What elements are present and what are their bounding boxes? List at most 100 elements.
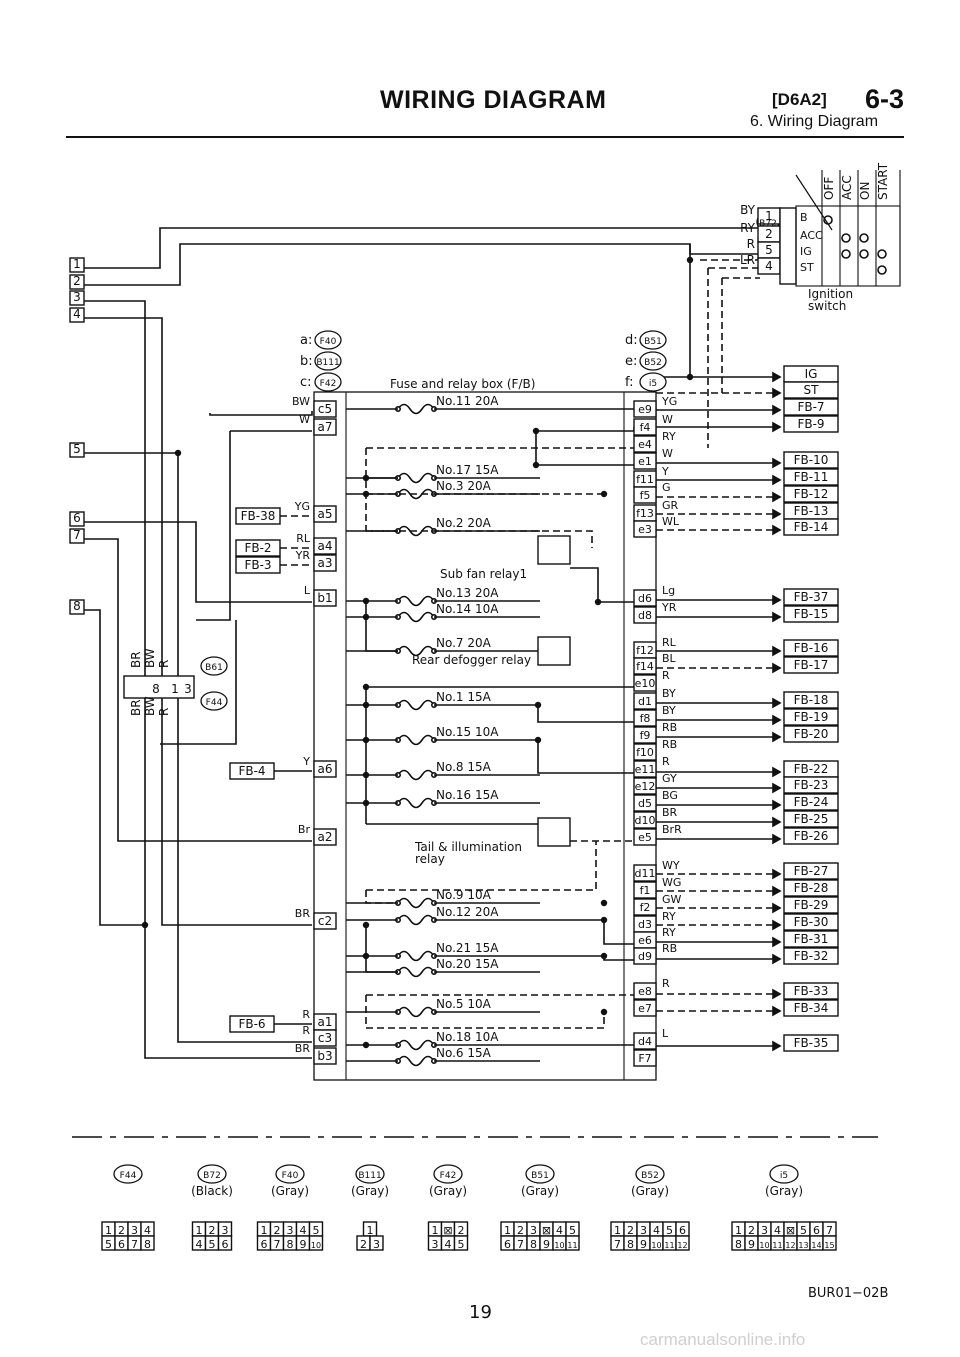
right-wire-code: Y xyxy=(661,465,669,478)
left-wire-code: Br xyxy=(298,823,311,836)
fb-ref-box-label: FB-29 xyxy=(794,898,829,912)
connector-pin: 5 xyxy=(313,1224,320,1237)
right-pin-box xyxy=(633,777,657,795)
fb-ref-box-label: FB-27 xyxy=(794,864,829,878)
terminal-box xyxy=(69,599,85,615)
ignition-terminal: ST xyxy=(800,261,814,274)
left-pin-box xyxy=(313,912,337,930)
connector-pin: 8 xyxy=(735,1238,742,1251)
connector-pin-cell xyxy=(675,1235,690,1251)
right-pin: d9 xyxy=(638,950,652,963)
connector-view-id-label: B111 xyxy=(358,1171,381,1181)
fb-ref-box xyxy=(783,708,839,726)
wire xyxy=(84,243,760,286)
b61-label-label: B61 xyxy=(205,663,223,673)
ignition-pin: 5 xyxy=(765,243,773,257)
ignition-pin: 2 xyxy=(765,227,773,241)
right-pin-box xyxy=(633,982,657,1000)
ignition-contact xyxy=(841,233,851,243)
right-wire-code: BR xyxy=(662,806,678,819)
f44-label xyxy=(200,691,228,711)
ignition-contact xyxy=(841,249,851,259)
ignition-position: START xyxy=(876,162,890,200)
connector-pin: 1 xyxy=(261,1224,268,1237)
right-wire-code: W xyxy=(662,413,673,426)
connector-pin: 2 xyxy=(209,1224,216,1237)
terminal-box xyxy=(69,257,85,273)
connector-pin: 2 xyxy=(627,1224,634,1237)
right-pin: d8 xyxy=(638,609,652,622)
fb-ref-box-label: FB-20 xyxy=(794,727,829,741)
fb-ref-box-label: FB-22 xyxy=(794,762,829,776)
b61-label xyxy=(200,656,228,676)
right-pin-box xyxy=(633,898,657,916)
figure-reference: BUR01−02B xyxy=(808,1286,889,1301)
fb-ref-box xyxy=(783,913,839,931)
wire xyxy=(84,538,312,842)
junction-dot xyxy=(686,373,694,381)
right-pin-box xyxy=(633,435,657,453)
ignition-contact xyxy=(877,249,887,259)
right-wire-code: G xyxy=(662,481,671,494)
fb-ref-box-label: FB-31 xyxy=(794,932,829,946)
junction-dot xyxy=(362,701,370,709)
ignition-label: Ignition xyxy=(808,287,853,301)
right-pin: f5 xyxy=(640,489,651,502)
right-pin: f9 xyxy=(640,729,651,742)
left-pin-box xyxy=(313,418,337,436)
fuse-symbol xyxy=(397,403,435,415)
left-wire-code: L xyxy=(304,584,311,597)
ignition-diagonal xyxy=(795,174,833,231)
right-pin-box xyxy=(633,709,657,727)
header-rule xyxy=(66,136,904,138)
fb-ref-box-label: FB-10 xyxy=(794,453,829,467)
arrow-head xyxy=(772,491,782,503)
left-pin-box xyxy=(313,505,337,523)
connector-pin-cell xyxy=(217,1235,233,1251)
fuse-label: No.12 20A xyxy=(436,905,499,919)
fb-ref-box-label: FB-14 xyxy=(794,520,829,534)
right-pin: f10 xyxy=(636,746,654,759)
left-pin: b3 xyxy=(317,1049,332,1063)
right-wire-code: YR xyxy=(661,601,677,614)
ignition-position: OFF xyxy=(822,177,836,200)
rear-defogger-relay xyxy=(537,636,571,666)
right-pin-box xyxy=(633,999,657,1017)
fb-ref-box-label: FB-24 xyxy=(794,795,829,809)
legend-connector xyxy=(639,351,667,371)
ignition-pin: 4 xyxy=(765,259,773,273)
fb-ref-box xyxy=(783,518,839,536)
connector-pin: 5 xyxy=(209,1238,216,1251)
right-pin: f13 xyxy=(636,507,654,520)
arrow-head xyxy=(772,404,782,416)
junction-dot xyxy=(362,683,370,691)
page-number: 19 xyxy=(469,1302,492,1323)
fb-ref-box-label: FB-11 xyxy=(794,470,829,484)
right-pin: f11 xyxy=(636,473,654,486)
tail-illumination-relay xyxy=(537,817,571,847)
connector-view-color: (Gray) xyxy=(631,1184,669,1198)
left-pin-box xyxy=(313,760,337,778)
right-pin-box xyxy=(633,400,657,418)
fuse-label: No.14 10A xyxy=(436,602,499,616)
wire xyxy=(209,411,313,416)
fb-ref-box-label: FB-26 xyxy=(794,829,829,843)
left-fb-ref-box-label: FB-4 xyxy=(238,764,265,778)
ignition-terminal: B xyxy=(800,211,808,224)
b61-pin: 8 xyxy=(152,682,160,696)
connector-pin: 8 xyxy=(530,1238,537,1251)
connector-pin: 5 xyxy=(800,1224,807,1237)
watermark: carmanualsonline.info xyxy=(640,1330,806,1349)
ignition-divider xyxy=(779,207,797,285)
left-pin: a7 xyxy=(318,420,333,434)
fb-ref-box xyxy=(783,451,839,469)
fb-ref-box-label: FB-18 xyxy=(794,693,829,707)
terminal-box xyxy=(69,307,85,323)
fuse-symbol xyxy=(397,897,435,909)
right-pin-box xyxy=(633,520,657,538)
arrow-head xyxy=(772,782,782,794)
right-pin-box xyxy=(633,743,657,761)
left-pin: a6 xyxy=(318,762,333,776)
fuse-label: No.8 15A xyxy=(436,760,492,774)
